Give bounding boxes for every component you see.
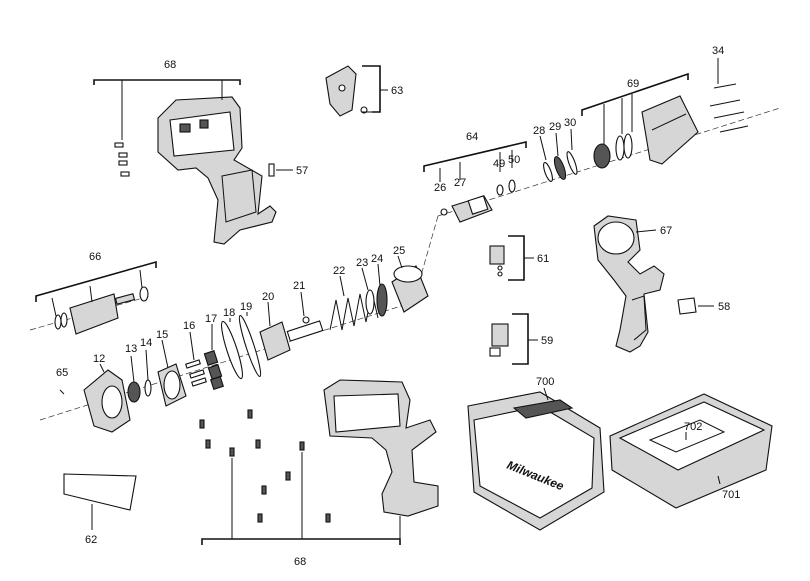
callout-702: 702 — [684, 421, 702, 433]
axis-top-right — [437, 107, 781, 217]
callout-64: 64 — [466, 131, 478, 143]
callout-69: 69 — [627, 78, 639, 90]
callout-21: 21 — [293, 280, 305, 292]
housing-half-top — [157, 96, 277, 245]
part-16-pins — [185, 359, 207, 387]
case-insert-701 — [609, 393, 773, 509]
part-62 — [63, 473, 137, 511]
callout-58: 58 — [718, 301, 730, 313]
bracket-61 — [508, 235, 525, 281]
callout-16: 16 — [183, 320, 195, 332]
callout-67: 67 — [660, 225, 672, 237]
bracket-68-top — [93, 79, 241, 85]
callout-14: 14 — [140, 337, 152, 349]
part-14 — [144, 379, 152, 397]
part-13 — [127, 381, 141, 403]
part-23 — [365, 289, 375, 315]
part-67-assembly — [593, 215, 665, 353]
callout-17: 17 — [205, 313, 217, 325]
callout-12: 12 — [93, 353, 105, 365]
screws-bottom — [199, 409, 331, 523]
part-20-carrier — [259, 320, 324, 361]
part-34-screws — [709, 83, 749, 133]
callout-34: 34 — [712, 45, 724, 57]
callout-29: 29 — [549, 121, 561, 133]
callout-25: 25 — [393, 245, 405, 257]
callout-23: 23 — [356, 257, 368, 269]
callout-20: 20 — [262, 291, 274, 303]
part-50 — [508, 179, 516, 193]
part-57 — [268, 163, 275, 177]
part-18 — [221, 320, 243, 380]
callout-62: 62 — [85, 534, 97, 546]
callout-68-top: 68 — [164, 59, 176, 71]
part-30 — [566, 151, 578, 175]
part-21 — [302, 316, 310, 324]
callout-15: 15 — [156, 329, 168, 341]
part-17-gears — [203, 350, 224, 390]
bracket-66 — [35, 260, 157, 302]
callout-18: 18 — [223, 307, 235, 319]
part-58 — [677, 297, 697, 315]
callout-68-bottom: 68 — [294, 556, 306, 568]
callout-22: 22 — [333, 265, 345, 277]
part-25-hammer — [391, 265, 429, 313]
part-49 — [496, 184, 504, 196]
callout-26: 26 — [434, 182, 446, 194]
bracket-69 — [581, 72, 689, 116]
part-19 — [238, 314, 262, 378]
callout-701: 701 — [722, 489, 740, 501]
part-66-motor — [54, 286, 149, 335]
callout-24: 24 — [371, 253, 383, 265]
callout-19: 19 — [240, 301, 252, 313]
carry-case-700: Milwaukee — [467, 391, 605, 531]
axis-66 — [29, 295, 151, 331]
bracket-64 — [423, 140, 527, 172]
part-65 — [59, 389, 65, 395]
part-12-gear-housing — [83, 369, 131, 433]
callout-30: 30 — [564, 117, 576, 129]
callout-59: 59 — [541, 335, 553, 347]
part-26 — [440, 208, 448, 216]
part-15-ring-gear — [157, 363, 187, 407]
part-63-clip — [325, 65, 368, 117]
callout-700: 700 — [536, 376, 554, 388]
callout-65: 65 — [56, 367, 68, 379]
callout-49: 49 — [493, 158, 505, 170]
callout-50: 50 — [508, 154, 520, 166]
callout-27: 27 — [454, 177, 466, 189]
part-69-collar — [593, 95, 699, 169]
bracket-68-bottom — [201, 538, 401, 545]
bracket-59 — [512, 313, 529, 365]
housing-screws-small — [114, 142, 130, 177]
callout-63: 63 — [391, 85, 403, 97]
part-59 — [489, 323, 509, 357]
callout-28: 28 — [533, 125, 545, 137]
part-29 — [553, 156, 567, 180]
part-28 — [543, 161, 553, 183]
part-24 — [376, 283, 388, 317]
part-27-clutch — [451, 195, 493, 223]
part-61 — [489, 245, 505, 277]
bracket-63 — [362, 65, 381, 113]
callout-57: 57 — [296, 165, 308, 177]
housing-half-bottom — [323, 379, 439, 517]
callout-66: 66 — [89, 251, 101, 263]
callout-13: 13 — [125, 343, 137, 355]
callout-61: 61 — [537, 253, 549, 265]
